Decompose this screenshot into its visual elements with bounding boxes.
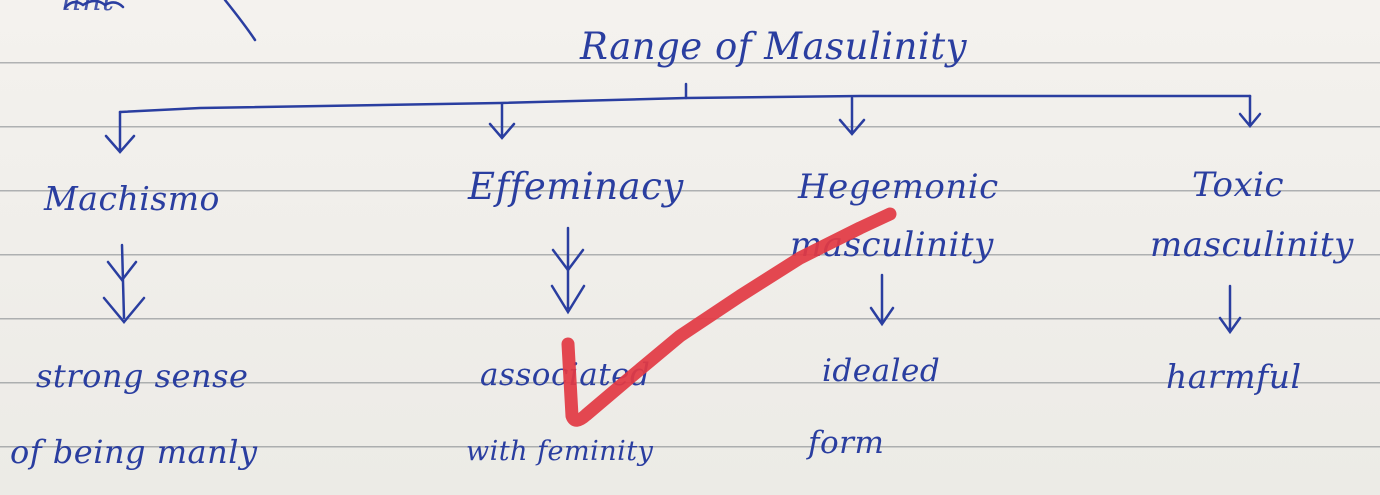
description-machismo-line-1: strong sense (36, 357, 249, 395)
arrow-to-hegemonic (838, 96, 866, 136)
description-hegemonic-line-2: form (808, 425, 885, 461)
cropped-top-text: lint (62, 0, 115, 18)
cropped-top-stroke (223, 0, 257, 42)
arrow-to-toxic (1238, 94, 1262, 128)
arrow-toxic-down (1218, 284, 1242, 335)
description-effeminacy-line-2: with feminity (466, 436, 654, 467)
description-toxic-line-1: harmful (1166, 357, 1302, 396)
category-machismo: Machismo (44, 179, 220, 218)
category-effeminacy: Effeminacy (468, 165, 684, 208)
category-hegemonic-line-1: Hegemonic (798, 167, 999, 207)
description-machismo-line-2: of being manly (10, 433, 258, 471)
cropped-top-scribble (63, 0, 125, 10)
arrow-hegemonic-down (869, 273, 895, 327)
category-toxic-line-1: Toxic (1192, 165, 1285, 205)
arrow-machismo-double (106, 260, 138, 283)
arrow-machismo-down (102, 243, 146, 324)
description-hegemonic-line-1: idealed (822, 353, 941, 389)
horizontal-connector (118, 94, 1252, 114)
category-toxic-line-2: masculinity (1150, 225, 1354, 265)
arrow-effeminacy-double (551, 248, 585, 273)
arrow-to-machismo (104, 110, 136, 154)
red-check-mark (561, 207, 897, 427)
diagram-title: Range of Masulinity (580, 25, 968, 68)
arrow-to-effeminacy (488, 102, 516, 140)
